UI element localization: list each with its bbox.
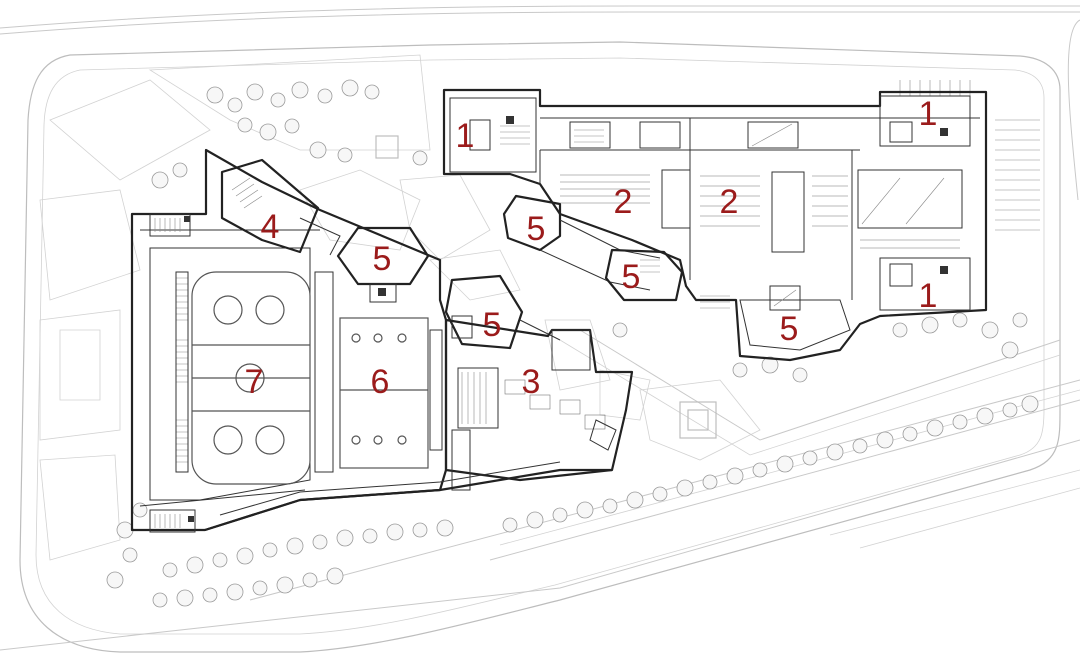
building-3 (204, 318, 634, 532)
zone-label-2-east: 2 (720, 183, 739, 221)
zone-label-5-middle: 5 (483, 306, 502, 344)
zone-label-5-lower-center: 5 (622, 258, 641, 296)
zone-label-5-southeast: 5 (780, 310, 799, 348)
zone-label-1-east: 1 (919, 277, 938, 315)
zone-label-7: 7 (245, 363, 264, 401)
zone-label-2-west: 2 (614, 183, 633, 221)
zone-label-3: 3 (522, 363, 541, 401)
zone-label-5-upper: 5 (527, 210, 546, 248)
middle-pavilion (444, 274, 561, 350)
lower-center-pavilion (604, 248, 684, 302)
west-arena-building (130, 148, 448, 533)
zone-label-4: 4 (261, 208, 280, 246)
zone-label-6: 6 (371, 363, 390, 401)
east-main-building (442, 88, 988, 362)
landscape-trees (106, 79, 1039, 608)
zone-label-1-northwest: 1 (456, 117, 475, 155)
site-context (0, 5, 1080, 653)
wing-4 (220, 158, 341, 256)
zone-label-5-hexagon: 5 (373, 240, 392, 278)
zone-labels: 1 1 1 2 2 3 4 5 5 5 5 5 6 7 (245, 95, 938, 401)
zone-label-1-northeast: 1 (919, 95, 938, 133)
hexagon-pavilion (336, 226, 430, 303)
